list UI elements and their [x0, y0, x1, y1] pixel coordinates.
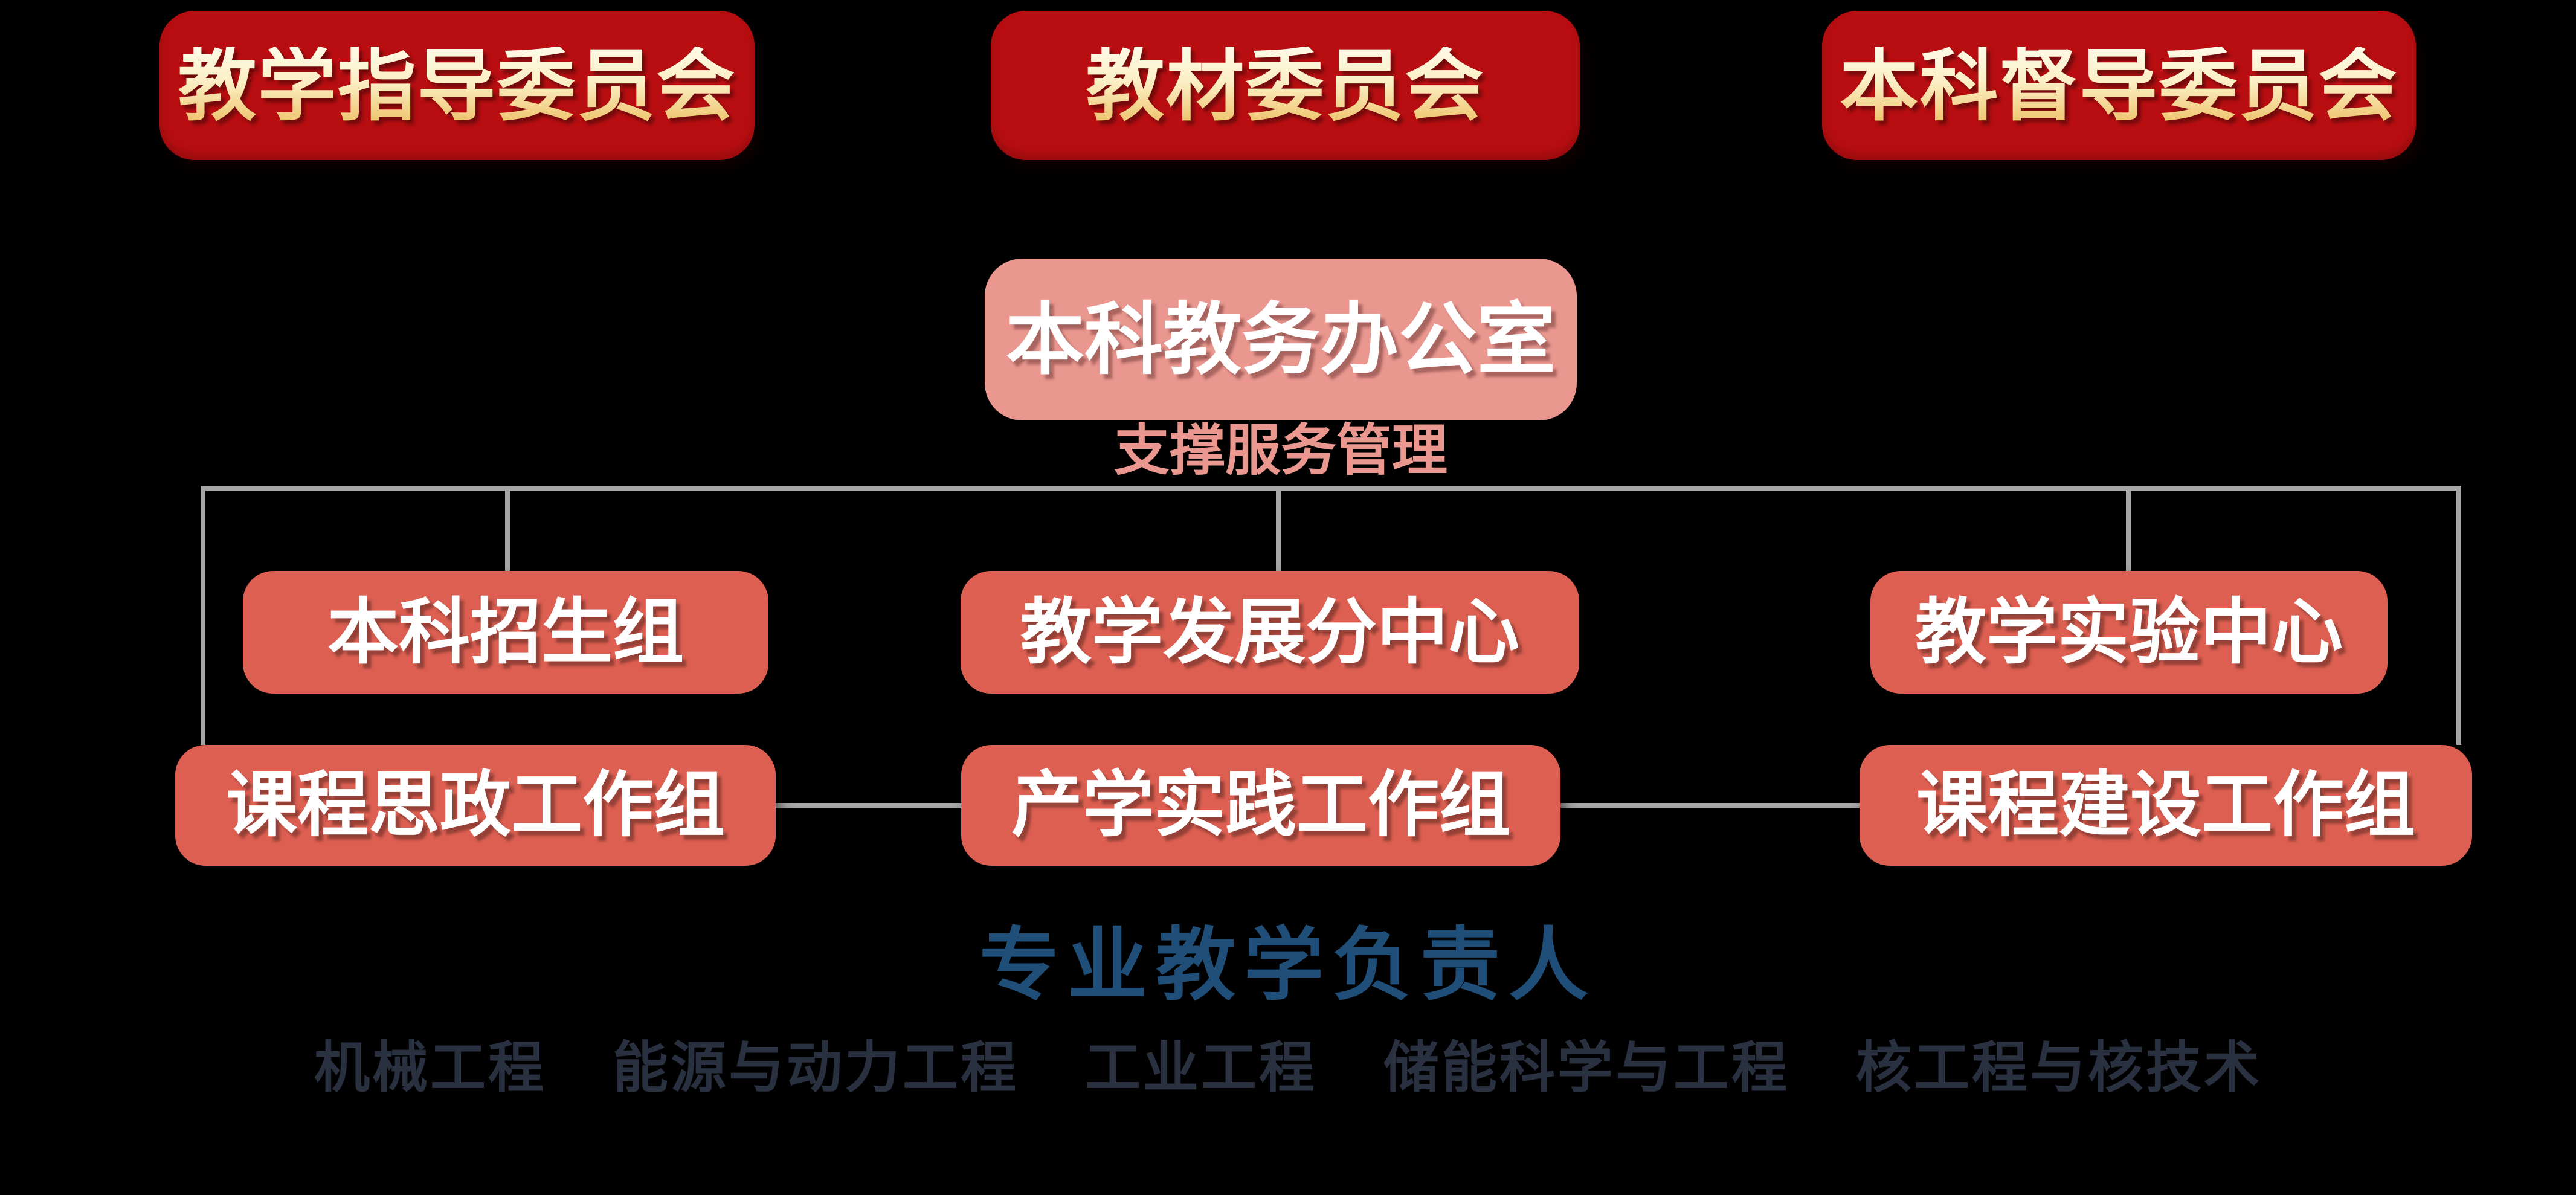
workgroup-label: 课程思政工作组 [225, 765, 725, 845]
connector-vertical-development [1276, 486, 1281, 571]
workgroup-label: 课程建设工作组 [1916, 765, 2415, 845]
connector-trunk-horizontal [201, 486, 2461, 491]
workgroup-label: 产学实践工作组 [1011, 765, 1510, 845]
connector-row3-left [776, 803, 961, 808]
workgroup-box-industry-practice: 产学实践工作组 [961, 745, 1560, 866]
connector-row3-right [1560, 803, 1860, 808]
major-item: 工业工程 [1084, 1037, 1317, 1099]
leaders-title: 专业教学负责人 [979, 921, 1597, 1010]
workgroup-box-curriculum-ideology: 课程思政工作组 [175, 745, 776, 866]
connector-vertical-right [2456, 486, 2461, 745]
major-item: 储能科学与工程 [1383, 1037, 1790, 1099]
connector-vertical-admissions [505, 486, 510, 571]
workgroup-box-course-construction: 课程建设工作组 [1860, 745, 2472, 866]
committee-label: 教材委员会 [1086, 41, 1485, 130]
connector-vertical-lab [2126, 486, 2131, 571]
committee-box-teaching-guidance: 教学指导委员会 [159, 11, 755, 160]
office-box-undergraduate-affairs: 本科教务办公室 [985, 259, 1577, 420]
office-caption: 支撑服务管理 [1113, 420, 1447, 482]
group-box-admissions: 本科招生组 [243, 571, 768, 694]
group-label: 本科招生组 [327, 592, 684, 672]
group-label: 教学发展分中心 [1020, 592, 1519, 672]
major-item: 核工程与核技术 [1856, 1037, 2262, 1099]
major-item: 能源与动力工程 [612, 1037, 1019, 1099]
group-label: 教学实验中心 [1914, 592, 2343, 672]
group-box-teaching-development: 教学发展分中心 [961, 571, 1579, 694]
committee-label: 教学指导委员会 [178, 41, 736, 130]
committee-box-supervision: 本科督导委员会 [1822, 11, 2416, 160]
majors-list: 机械工程 能源与动力工程 工业工程 储能科学与工程 核工程与核技术 [0, 1040, 2576, 1096]
committee-box-textbook: 教材委员会 [991, 11, 1580, 160]
office-label: 本科教务办公室 [1005, 295, 1556, 384]
major-item: 机械工程 [314, 1037, 546, 1099]
group-box-teaching-lab: 教学实验中心 [1870, 571, 2388, 694]
connector-vertical-left [201, 486, 205, 745]
committee-label: 本科督导委员会 [1840, 41, 2398, 130]
